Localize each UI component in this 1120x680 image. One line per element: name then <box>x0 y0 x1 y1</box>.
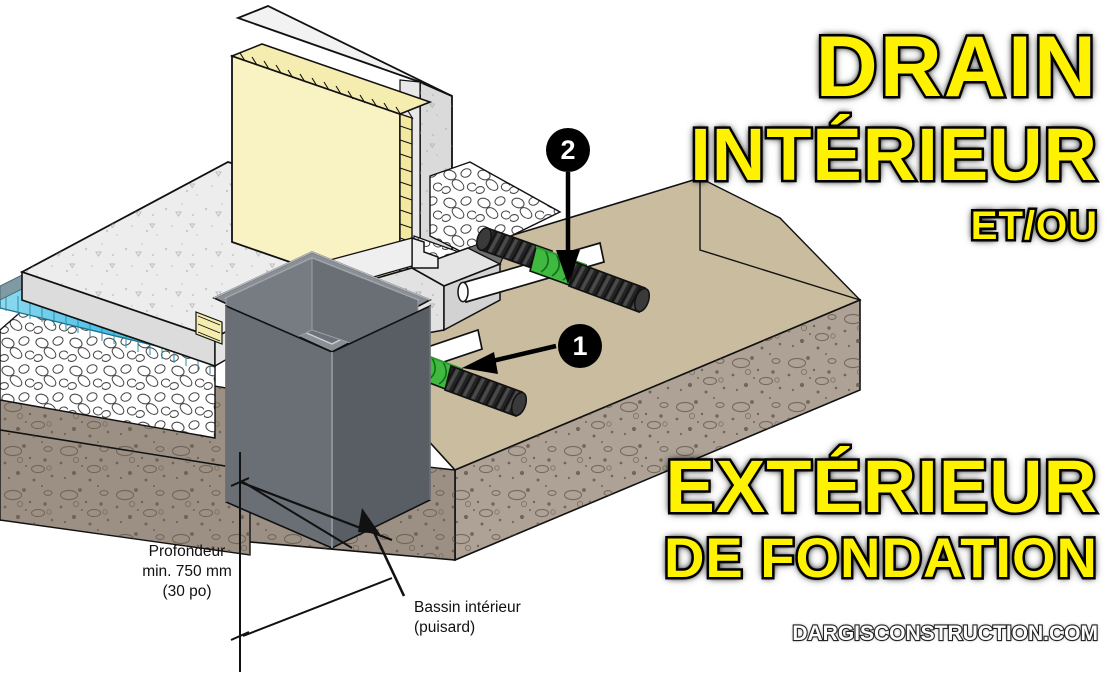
site-watermark: DARGISCONSTRUCTION.COM <box>791 621 1099 646</box>
depth-leader-line <box>242 481 393 637</box>
depth-annotation-line3: (30 po) <box>162 582 212 600</box>
depth-annotation-line1: Profondeur <box>148 543 226 560</box>
depth-annotation-line2: min. 750 mm <box>142 562 232 580</box>
callout-badge-1[interactable]: 1 <box>558 324 602 368</box>
callout-badge-1-number: 1 <box>572 330 588 361</box>
depth-annotation: Profondeur min. 750 mm (30 po) <box>128 542 246 601</box>
title-line-drain: DRAIN <box>813 19 1098 115</box>
basin-annotation-line1: Bassin intérieur <box>414 599 521 616</box>
basin-annotation-line2: (puisard) <box>414 618 476 636</box>
title-line-interieur: INTÉRIEUR <box>688 113 1100 196</box>
basin-annotation: Bassin intérieur (puisard) <box>414 598 521 638</box>
callout-badge-2[interactable]: 2 <box>546 128 590 172</box>
title-line-etou: ET/OU <box>968 204 1099 249</box>
basin-leader-arrow <box>358 508 406 597</box>
title-line-exterieur: EXTÉRIEUR <box>663 445 1100 528</box>
callout-badge-2-number: 2 <box>560 134 576 165</box>
title-line-de-fondation: DE FONDATION <box>661 526 1099 589</box>
callout-2-leader <box>556 172 580 284</box>
exterior-drain-pipe <box>476 226 651 314</box>
interior-sump-basin <box>212 251 432 550</box>
callout-1-leader <box>462 343 557 374</box>
